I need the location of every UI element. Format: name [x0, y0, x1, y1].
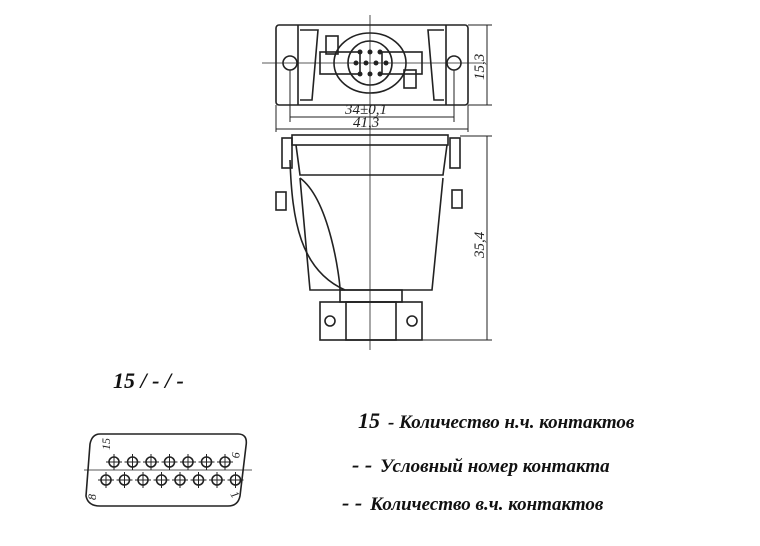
designation: 15 / - / - — [113, 368, 184, 393]
dimension-lines — [275, 24, 492, 341]
legend-item: - - Условный номер контакта — [352, 452, 610, 478]
pin-contacts — [98, 454, 244, 488]
legend-text: Количество в.ч. контактов — [370, 494, 604, 515]
top-view — [262, 15, 482, 350]
legend-item: - - Количество в.ч. контактов — [342, 490, 603, 516]
pin-label-9: 9 — [229, 452, 243, 458]
pin-label-1: 1 — [227, 489, 242, 501]
dim-inner-width: 34±0,1 — [344, 102, 387, 118]
side-view — [275, 134, 463, 341]
legend-key: - - — [352, 452, 373, 477]
legend-key: 15 — [358, 408, 380, 433]
legend-text: - Количество н.ч. контактов — [388, 412, 635, 433]
legend-key: - - — [342, 490, 363, 515]
legend-text: Условный номер контакта — [380, 456, 610, 477]
legend-item: 15 - Количество н.ч. контактов — [358, 408, 634, 434]
pin-label-15: 15 — [99, 438, 113, 450]
dim-outer-width: 41,3 — [353, 115, 379, 131]
dim-height-top: 15,3 — [472, 54, 488, 80]
pin-face — [84, 433, 252, 507]
pin-label-8: 8 — [85, 494, 99, 500]
dim-height-side: 35,4 — [472, 231, 488, 259]
